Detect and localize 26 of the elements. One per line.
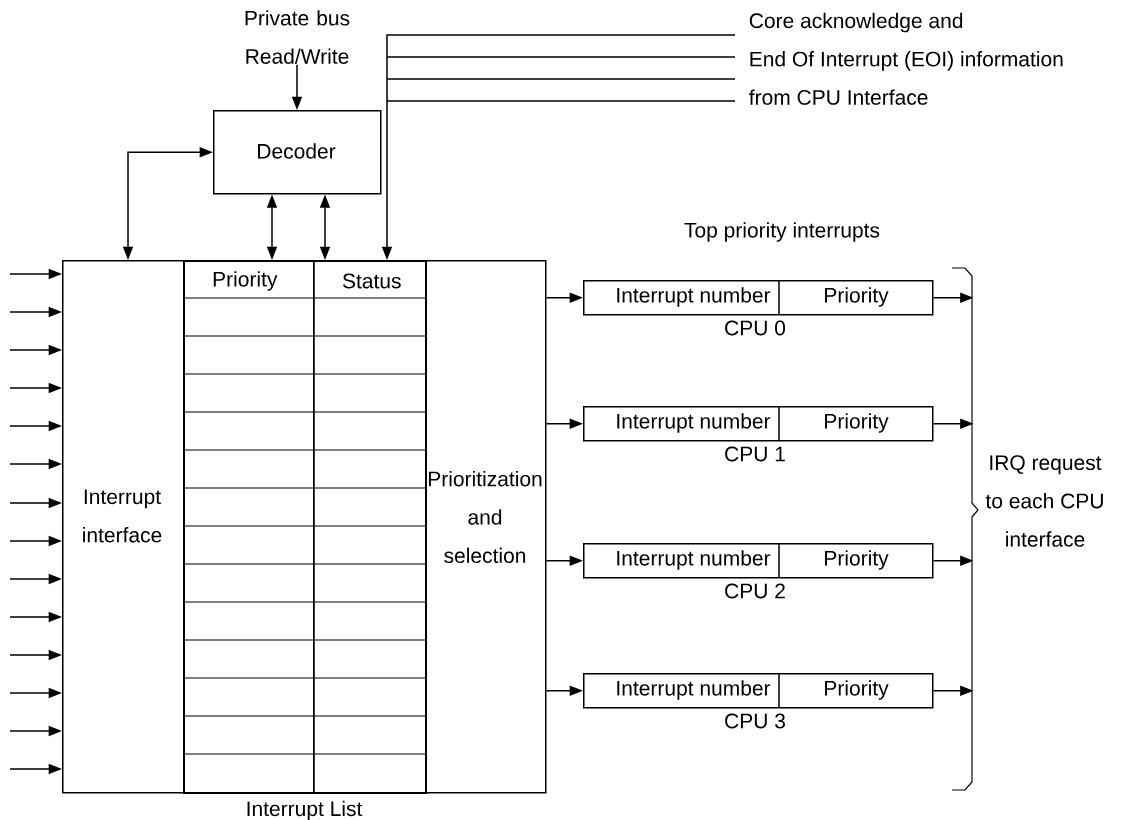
cpu-caption: CPU 3 (725, 713, 785, 729)
bus-label: Private bus Read/Write (245, 10, 350, 64)
node-label: Interrupt List (247, 800, 363, 820)
node-label: Priority (825, 413, 889, 433)
cpu-caption: CPU 1 (725, 446, 785, 462)
register-box: Interrupt number Priority (583, 672, 934, 709)
register-box: Interrupt number Priority (583, 405, 934, 442)
decoder-box: Decoder (213, 110, 382, 195)
register-box: Interrupt number Priority (583, 542, 934, 579)
node-label: Priority (825, 680, 889, 700)
node-label: Priority (825, 287, 889, 307)
table-column: Priority (183, 260, 315, 794)
selection-block: Prioritization and selection (425, 260, 547, 794)
output-label: IRQ request to each CPU interface (985, 455, 1103, 547)
node-label: Interrupt number (617, 413, 771, 433)
table-column: Status (313, 260, 427, 794)
cpu-caption: CPU 0 (725, 320, 786, 336)
node-label: Interrupt number (617, 287, 771, 307)
interface-block: Interrupt interface (62, 260, 185, 794)
register-box: Interrupt number Priority (583, 279, 934, 316)
cpu-caption: CPU 2 (725, 583, 785, 599)
heading-label: Top priority interrupts (684, 222, 880, 242)
signal-label: Core acknowledge and End Of Interrupt (EOI) information from CPU Interface (749, 12, 1063, 105)
node-label: Priority (825, 550, 889, 570)
node-label: Interrupt number (617, 550, 771, 570)
node-label: Interrupt number (617, 680, 771, 700)
